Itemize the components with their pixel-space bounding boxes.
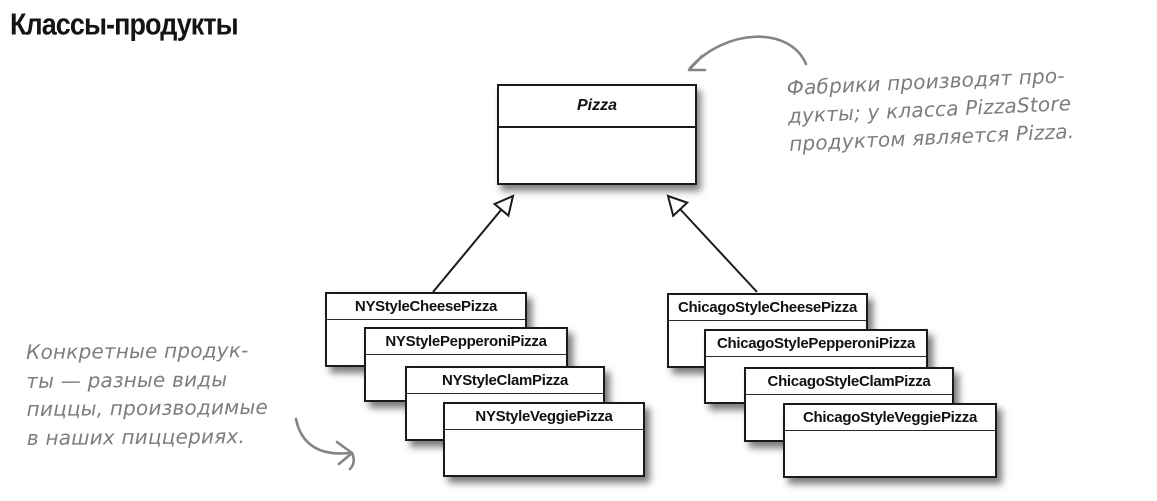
class-box-pizza: Pizza bbox=[497, 84, 697, 185]
class-name: NYStyleClamPizza bbox=[407, 368, 603, 394]
page-title: Классы-продукты bbox=[10, 8, 239, 42]
inheritance-arrow-chicago bbox=[666, 194, 758, 293]
class-name: ChicagoStylePepperoniPizza bbox=[706, 331, 926, 357]
products-note: Конкретные продук- ты — разные виды пицц… bbox=[26, 336, 268, 452]
note-line: ты — разные виды bbox=[26, 366, 228, 393]
class-name: ChicagoStyleVeggiePizza bbox=[785, 405, 995, 431]
note-line: пиццы, производимые bbox=[26, 394, 268, 421]
class-box-chicago-veggie: ChicagoStyleVeggiePizza bbox=[783, 403, 997, 478]
factory-note: Фабрики производят про- дукты; у класса … bbox=[786, 61, 1075, 158]
class-name: NYStylePepperoniPizza bbox=[366, 329, 566, 355]
class-name: NYStyleCheesePizza bbox=[327, 294, 525, 320]
note-line: Конкретные продук- bbox=[26, 338, 249, 364]
chicago-style-stack: ChicagoStyleCheesePizza ChicagoStylePepp… bbox=[667, 293, 1007, 479]
class-name: ChicagoStyleClamPizza bbox=[746, 369, 952, 395]
note-line: в наших пиццериях. bbox=[26, 423, 246, 450]
factory-note-arrow bbox=[687, 35, 808, 72]
class-name: NYStyleVeggiePizza bbox=[445, 404, 643, 430]
class-body-pizza bbox=[499, 128, 695, 183]
ny-style-stack: NYStyleCheesePizza NYStylePepperoniPizza… bbox=[325, 292, 655, 478]
class-box-ny-veggie: NYStyleVeggiePizza bbox=[443, 402, 645, 477]
class-name: ChicagoStyleCheesePizza bbox=[669, 295, 866, 321]
class-name-pizza: Pizza bbox=[499, 86, 695, 128]
inheritance-arrow-ny bbox=[432, 194, 515, 293]
class-body bbox=[785, 431, 995, 476]
class-body bbox=[445, 430, 643, 475]
